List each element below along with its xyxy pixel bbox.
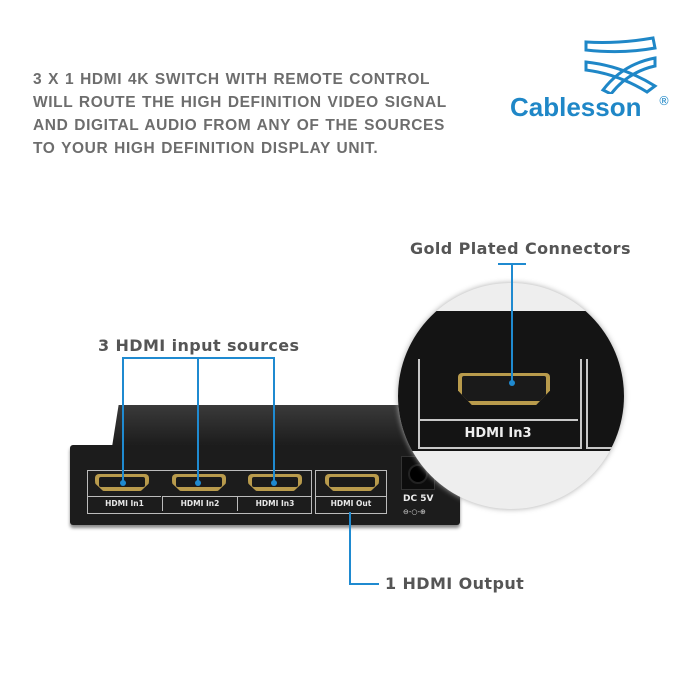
gold-callout-label: Gold Plated Connectors bbox=[410, 239, 631, 258]
polarity-icon: ⊖-○-⊕ bbox=[403, 508, 426, 516]
gold-connector bbox=[458, 373, 550, 405]
callout-line bbox=[273, 357, 275, 483]
zoom-panel bbox=[418, 359, 582, 449]
callout-dot bbox=[509, 380, 515, 386]
headline-line: TO YOUR HIGH DEFINITION DISPLAY UNIT. bbox=[33, 140, 379, 157]
callout-line bbox=[349, 583, 379, 585]
registered-mark: ® bbox=[658, 94, 670, 108]
zoom-panel bbox=[586, 359, 624, 449]
callout-dot bbox=[195, 480, 201, 486]
headline-line: AND DIGITAL AUDIO FROM ANY OF THE SOURCE… bbox=[33, 117, 445, 134]
inputs-callout-label: 3 HDMI input sources bbox=[98, 336, 300, 355]
port-label: HDMI Out bbox=[316, 496, 386, 511]
headline-line: 3 X 1 HDMI 4K SWITCH WITH REMOTE CONTROL bbox=[33, 71, 431, 88]
callout-line bbox=[197, 357, 199, 483]
output-panel bbox=[315, 470, 387, 514]
port-label: HDMI In2 bbox=[162, 496, 237, 511]
brand-name: Cablesson bbox=[510, 92, 642, 122]
callout-line bbox=[349, 512, 351, 584]
device-top bbox=[112, 405, 442, 447]
cablesson-logo-icon bbox=[584, 36, 658, 94]
headline-line: WILL ROUTE THE HIGH DEFINITION VIDEO SIG… bbox=[33, 94, 447, 111]
callout-line bbox=[122, 357, 124, 483]
port-label: HDMI In1 bbox=[88, 496, 161, 511]
callout-line bbox=[511, 263, 513, 383]
power-label: DC 5V bbox=[403, 494, 434, 504]
callout-dot bbox=[120, 480, 126, 486]
headline: 3 X 1 HDMI 4K SWITCH WITH REMOTE CONTROL… bbox=[33, 68, 493, 160]
port-label: HDMI In3 bbox=[237, 496, 312, 511]
hdmi-out-port bbox=[325, 474, 379, 491]
callout-dot bbox=[271, 480, 277, 486]
output-callout-label: 1 HDMI Output bbox=[385, 574, 525, 593]
zoom-port-label: HDMI In3 bbox=[418, 419, 578, 447]
input-panel bbox=[87, 470, 312, 514]
